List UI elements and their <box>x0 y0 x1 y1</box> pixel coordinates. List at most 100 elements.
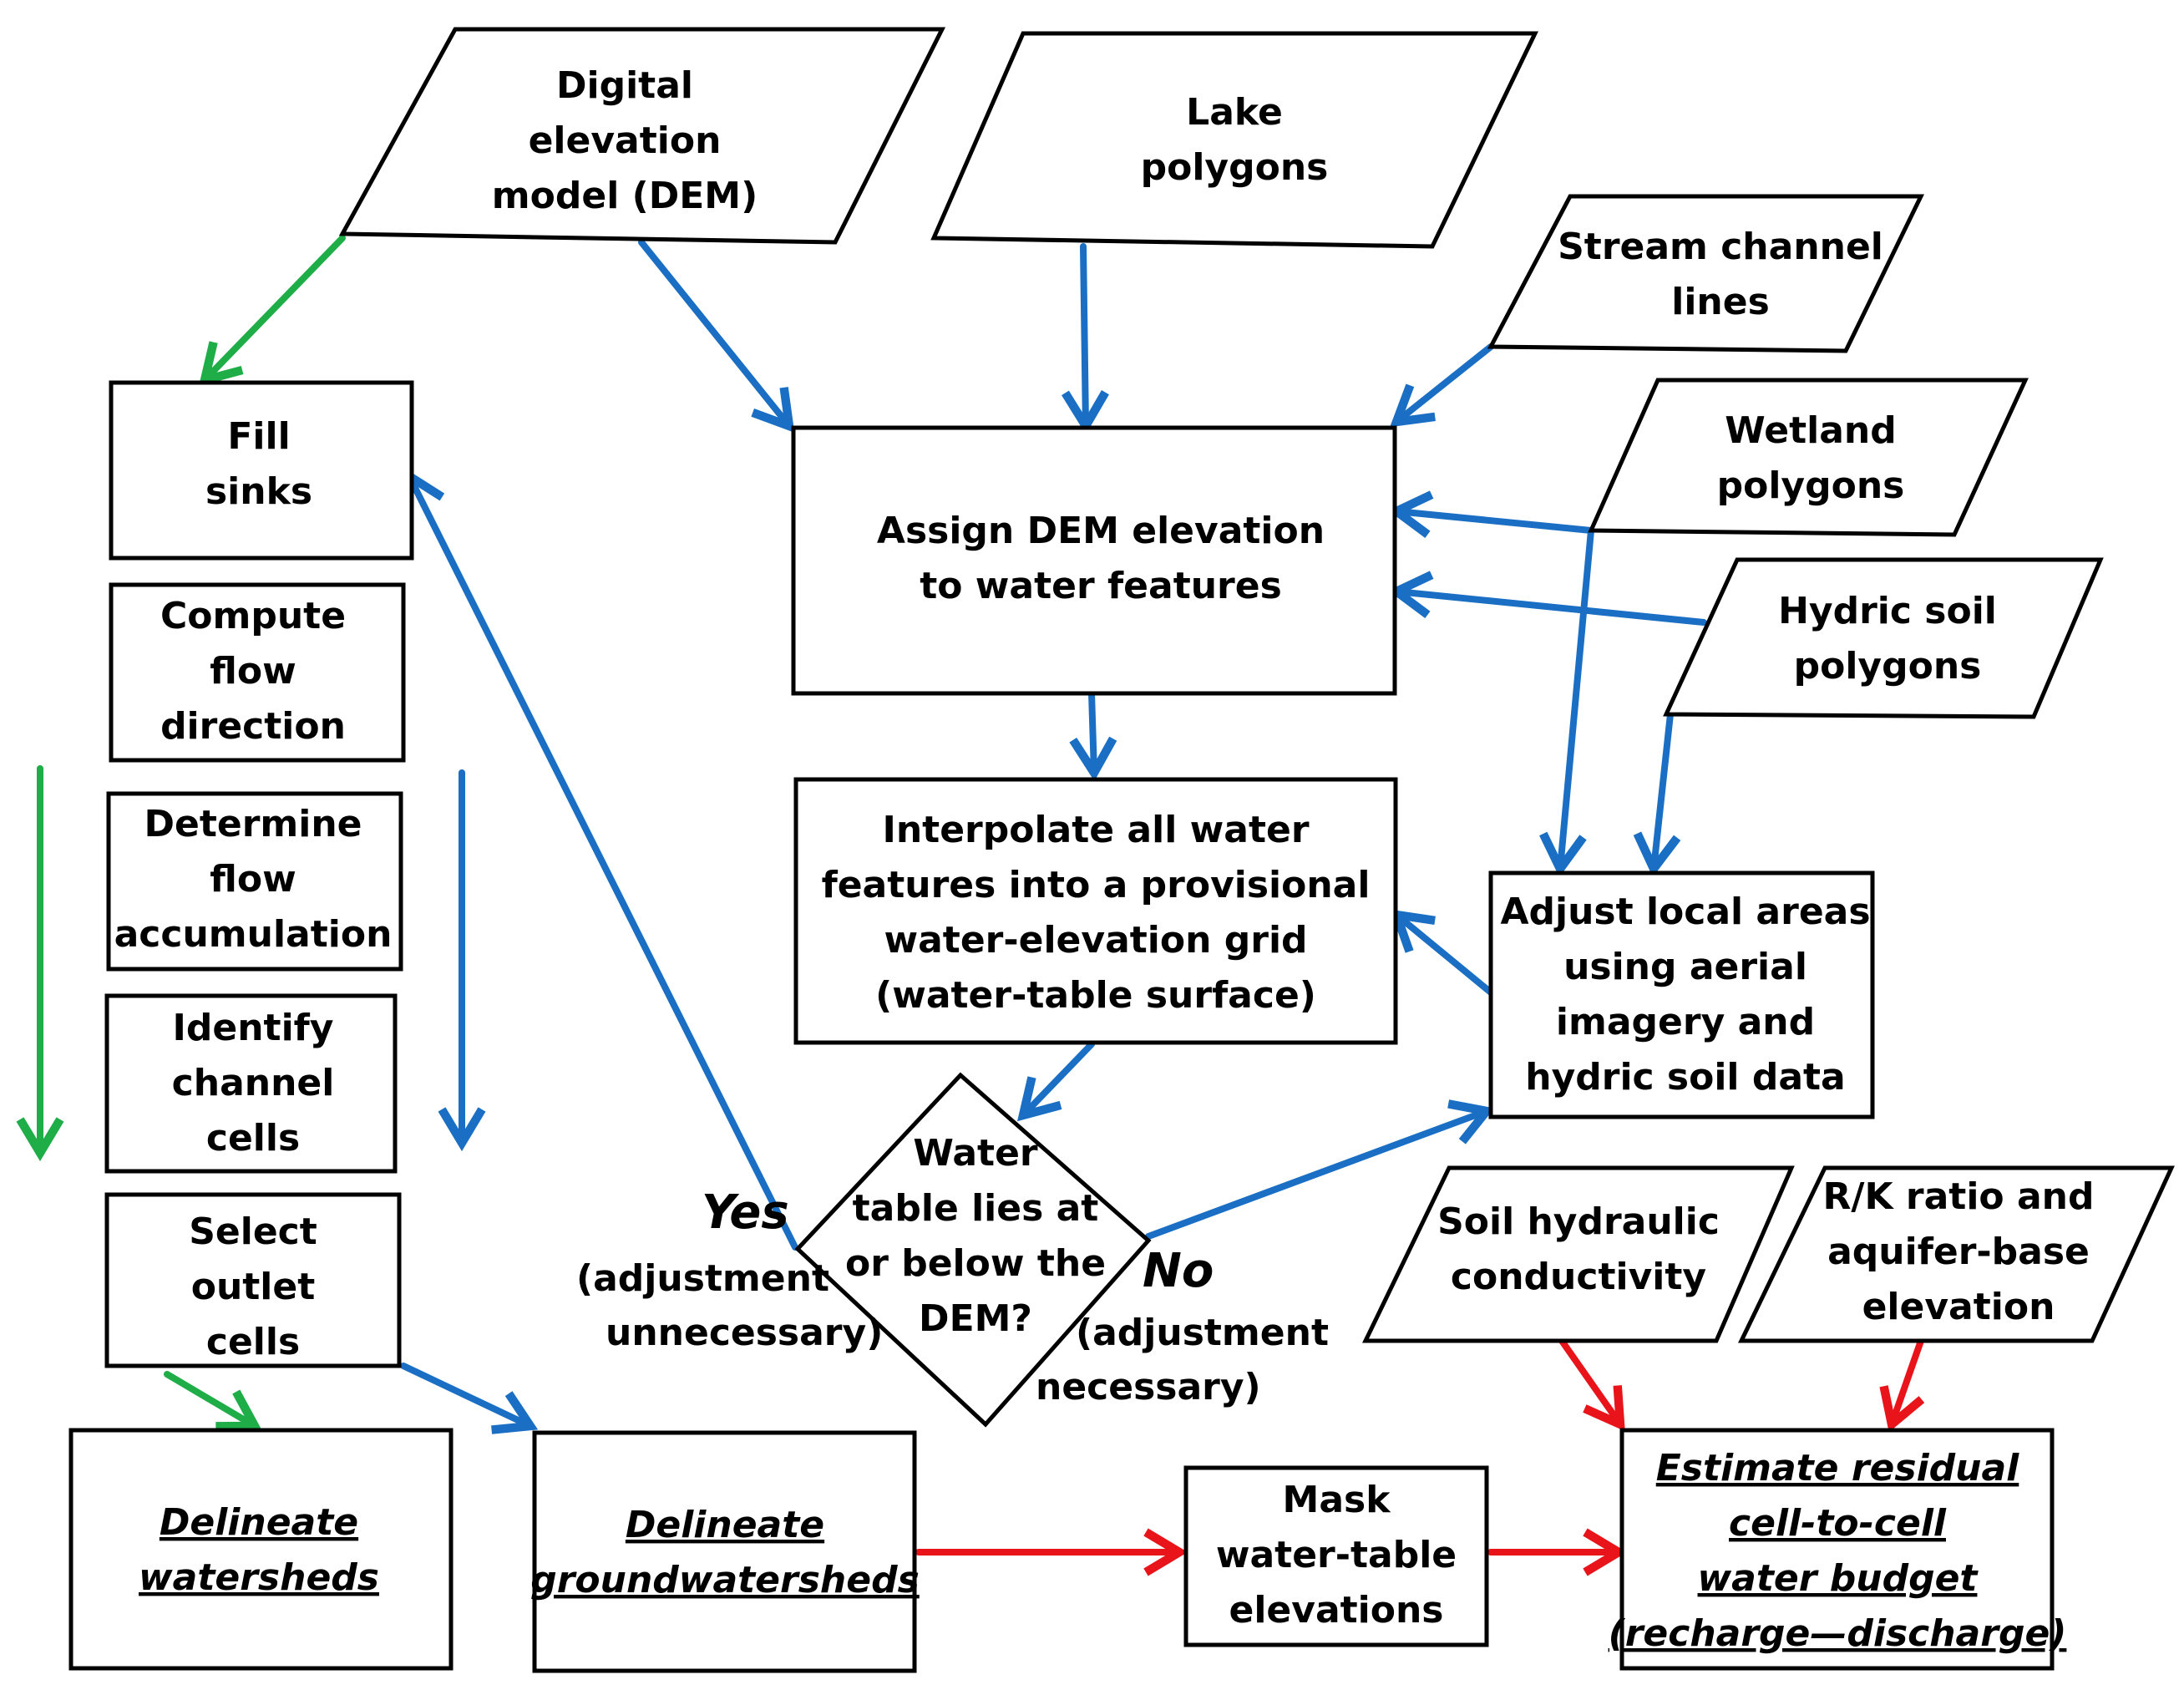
node-rk-line-0: R/K ratio and <box>1823 1175 2095 1218</box>
node-watersheds-rect <box>68 1428 454 1671</box>
node-channel: Identify channel cells <box>104 993 398 1174</box>
node-decision-line-1: table lies at <box>853 1187 1099 1230</box>
node-fill-line-0: Fill <box>227 415 290 458</box>
node-budget: Estimate residual cell-to-cell water budge… <box>1609 1428 2067 1671</box>
node-flowacc-rect <box>106 791 403 972</box>
label-yes: Yes <box>702 1185 789 1240</box>
node-flowdir-line-2: direction <box>160 705 346 748</box>
node-channel-rect <box>104 993 398 1174</box>
node-adjust-line-2: imagery and <box>1556 1001 1815 1043</box>
arrow-wetland-to-assign <box>1387 490 1594 538</box>
node-dem-parallelogram <box>338 27 946 245</box>
arrow-rk-to-budget <box>1879 1337 1925 1433</box>
arrow-interp-to-decision <box>1016 1041 1095 1122</box>
node-flowacc-line-0: Determine <box>144 803 362 845</box>
node-budget-line-0: Estimate residual <box>1656 1447 2019 1490</box>
node-mask-rect <box>1183 1465 1489 1647</box>
node-outlet-line-0: Select <box>189 1210 317 1253</box>
node-decision-diamond <box>794 1072 1152 1428</box>
node-stream-parallelogram <box>1487 194 1924 353</box>
node-wetland-parallelogram <box>1588 378 2029 537</box>
arrow-lake-to-assign <box>1062 243 1109 435</box>
arrow-outlet-to-watersheds <box>164 1371 262 1431</box>
node-channel-line-0: Identify <box>173 1007 334 1049</box>
node-interp-line-1: features into a provisional <box>822 864 1371 906</box>
arrow-hydric-to-assign <box>1387 571 1707 626</box>
node-budget-line-2: water budget <box>1698 1557 1979 1600</box>
node-watersheds-line-0: Delineate <box>160 1501 358 1544</box>
node-stream-line-1: lines <box>1671 281 1770 323</box>
node-mask-line-0: Mask <box>1283 1479 1392 1521</box>
node-gwsheds-rect <box>532 1430 917 1673</box>
node-channel-line-2: cells <box>206 1117 300 1160</box>
node-flowacc-line-1: flow <box>210 858 296 901</box>
node-decision-line-3: DEM? <box>919 1297 1032 1340</box>
node-budget-line-1: cell-to-cell <box>1729 1502 1947 1545</box>
node-gwsheds-line-0: Delineate <box>626 1504 824 1546</box>
node-wetland-line-0: Wetland <box>1725 409 1896 452</box>
arrow-hydric-to-adjust <box>1633 711 1681 878</box>
node-outlet-line-2: cells <box>206 1321 300 1363</box>
node-stream-line-0: Stream channel <box>1558 226 1883 268</box>
node-interp-rect <box>793 777 1398 1045</box>
label-no: No <box>1143 1244 1214 1298</box>
node-budget-rect <box>1619 1428 2055 1671</box>
node-adjust-line-1: using aerial <box>1563 946 1807 988</box>
node-hydric-parallelogram <box>1663 557 2104 719</box>
node-dem-line-0: Digital <box>556 64 693 107</box>
node-assign-line-0: Assign DEM elevation <box>877 510 1325 552</box>
arrow-stream-to-assign <box>1390 343 1494 428</box>
node-mask-line-2: elevations <box>1229 1589 1444 1632</box>
arrow-dem-to-assign <box>638 239 795 433</box>
arrow-decision-to-fill <box>402 468 798 1251</box>
node-rk-parallelogram <box>1738 1165 2175 1343</box>
node-wetland-line-1: polygons <box>1717 464 1905 507</box>
arrow-wetland-to-adjust <box>1539 527 1594 878</box>
node-hydric-line-1: polygons <box>1794 645 1982 688</box>
node-adjust-rect <box>1488 870 1875 1119</box>
arrow-assign-to-interp <box>1069 690 1117 782</box>
node-fill: Fill sinks <box>109 380 414 561</box>
node-outlet-rect <box>104 1192 402 1368</box>
label-no-sub1: (adjustment <box>1076 1312 1329 1354</box>
label-yes-sub2: unnecessary) <box>606 1312 883 1354</box>
node-channel-line-1: channel <box>172 1062 335 1104</box>
node-flowdir-line-1: flow <box>210 650 296 693</box>
node-fill-rect <box>109 380 414 561</box>
node-assign: Assign DEM elevation to water features <box>791 425 1397 696</box>
node-lake-line-0: Lake <box>1186 91 1283 134</box>
node-stream: Stream channel lines <box>1487 194 1924 353</box>
node-dem-line-2: model (DEM) <box>492 175 758 217</box>
label-yes-sub1: (adjustment <box>576 1257 829 1300</box>
node-outlet-line-1: outlet <box>191 1266 316 1308</box>
node-outlet: Select outlet cells <box>104 1192 402 1368</box>
node-wetland: Wetland polygons <box>1588 378 2029 537</box>
node-assign-line-1: to water features <box>920 565 1282 607</box>
node-interp-line-3: (water-table surface) <box>875 974 1316 1017</box>
node-soilk-line-0: Soil hydraulic <box>1437 1200 1720 1243</box>
node-watersheds-line-1: watersheds <box>139 1556 379 1599</box>
node-soilk: Soil hydraulic conductivity <box>1362 1165 1795 1343</box>
node-assign-rect <box>791 425 1397 696</box>
node-rk-line-2: elevation <box>1862 1286 2055 1328</box>
node-soilk-line-1: conductivity <box>1451 1256 1706 1298</box>
node-hydric: Hydric soil polygons <box>1663 557 2104 719</box>
label-no-sub2: necessary) <box>1036 1366 1261 1408</box>
arrow-adjust-to-interp <box>1390 909 1494 996</box>
node-budget-line-3: (recharge—discharge) <box>1609 1612 2067 1655</box>
arrow-dem-to-fill <box>198 235 346 387</box>
node-hydric-line-0: Hydric soil <box>1778 590 1997 632</box>
node-watersheds: Delineate watersheds <box>68 1428 454 1671</box>
node-fill-line-1: sinks <box>205 470 312 513</box>
node-interp-line-2: water-elevation grid <box>884 919 1307 962</box>
